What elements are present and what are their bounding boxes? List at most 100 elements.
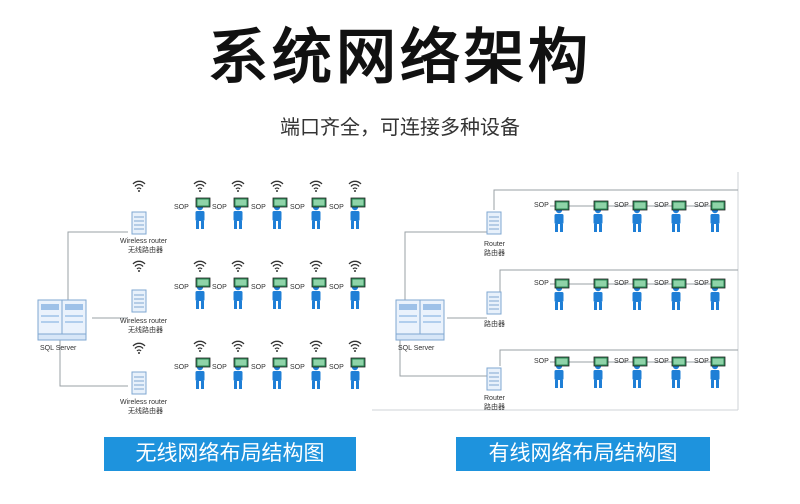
worker-icon bbox=[195, 357, 211, 390]
sop-label: SOP bbox=[290, 204, 305, 211]
sop-label: SOP bbox=[614, 280, 629, 287]
sop-label: SOP bbox=[174, 204, 189, 211]
worker-icon bbox=[671, 200, 687, 233]
wifi-icon bbox=[270, 260, 284, 273]
sop-label: SOP bbox=[654, 202, 669, 209]
sop-label: SOP bbox=[534, 202, 549, 209]
worker-icon bbox=[233, 357, 249, 390]
sop-label: SOP bbox=[694, 280, 709, 287]
wifi-icon bbox=[348, 340, 362, 353]
router-label-cn: 路由器 bbox=[484, 319, 505, 328]
wired-caption: 有线网络布局结构图 bbox=[456, 437, 710, 471]
wifi-icon bbox=[231, 340, 245, 353]
router-label-cn: 无线路由器 bbox=[128, 325, 163, 334]
worker-icon bbox=[195, 277, 211, 310]
router-label-cn: 无线路由器 bbox=[128, 245, 163, 254]
wifi-icon bbox=[309, 260, 323, 273]
worker-icon bbox=[350, 197, 366, 230]
router-label-cn: 路由器 bbox=[484, 402, 505, 411]
right-terminal-row: SOP SOP SOP SOP bbox=[534, 278, 726, 311]
wifi-icon bbox=[132, 180, 146, 193]
worker-icon bbox=[311, 357, 327, 390]
wifi-icon bbox=[132, 342, 146, 355]
router-label-en: Wireless router bbox=[120, 399, 168, 406]
right-router-icon bbox=[486, 211, 502, 235]
worker-icon bbox=[593, 200, 609, 233]
worker-icon bbox=[671, 356, 687, 389]
sop-label: SOP bbox=[290, 364, 305, 371]
sop-label: SOP bbox=[534, 280, 549, 287]
worker-icon bbox=[233, 197, 249, 230]
worker-icon bbox=[233, 277, 249, 310]
worker-icon bbox=[710, 356, 726, 389]
worker-icon bbox=[350, 277, 366, 310]
wifi-icon bbox=[270, 340, 284, 353]
worker-icon bbox=[593, 278, 609, 311]
wifi-icon bbox=[193, 340, 207, 353]
sop-label: SOP bbox=[329, 364, 344, 371]
router-label-en: Wireless router bbox=[120, 238, 168, 245]
worker-icon bbox=[311, 197, 327, 230]
sop-label: SOP bbox=[654, 358, 669, 365]
worker-icon bbox=[632, 278, 648, 311]
worker-icon bbox=[710, 278, 726, 311]
router-label-en: Router bbox=[484, 241, 506, 248]
wifi-icon bbox=[231, 260, 245, 273]
wifi-icon bbox=[348, 180, 362, 193]
right-terminal-row: SOP SOP SOP SOP bbox=[534, 356, 726, 389]
wifi-icon bbox=[270, 180, 284, 193]
worker-icon bbox=[195, 197, 211, 230]
sop-label: SOP bbox=[212, 204, 227, 211]
worker-icon bbox=[272, 197, 288, 230]
left-terminal-row: SOP SOP SOP SOP SOP bbox=[174, 340, 366, 390]
wifi-icon bbox=[309, 180, 323, 193]
wifi-icon bbox=[348, 260, 362, 273]
sop-label: SOP bbox=[534, 358, 549, 365]
worker-icon bbox=[311, 277, 327, 310]
sop-label: SOP bbox=[614, 202, 629, 209]
right-terminal-row: SOP SOP SOP SOP bbox=[534, 200, 726, 233]
wifi-icon bbox=[309, 340, 323, 353]
sop-label: SOP bbox=[251, 204, 266, 211]
router-label-cn: 无线路由器 bbox=[128, 406, 163, 415]
right-frame-lines bbox=[372, 172, 739, 411]
worker-icon bbox=[593, 356, 609, 389]
sop-label: SOP bbox=[251, 284, 266, 291]
left-terminal-row: SOP SOP SOP SOP SOP bbox=[174, 180, 366, 230]
wifi-icon bbox=[193, 260, 207, 273]
worker-icon bbox=[554, 278, 570, 311]
sop-label: SOP bbox=[694, 202, 709, 209]
page-title: 系统网络架构 bbox=[208, 24, 592, 91]
left-router-icon bbox=[131, 289, 147, 313]
wifi-icon bbox=[231, 180, 245, 193]
router-label-en: Router bbox=[484, 395, 506, 402]
sop-label: SOP bbox=[212, 284, 227, 291]
sop-label: SOP bbox=[654, 280, 669, 287]
left-connection-lines bbox=[59, 231, 128, 387]
worker-icon bbox=[554, 200, 570, 233]
worker-icon bbox=[671, 278, 687, 311]
wifi-icon bbox=[193, 180, 207, 193]
worker-icon bbox=[272, 357, 288, 390]
left-router-icon bbox=[131, 371, 147, 395]
worker-icon bbox=[632, 356, 648, 389]
worker-icon bbox=[272, 277, 288, 310]
wifi-icon bbox=[132, 260, 146, 273]
sop-label: SOP bbox=[329, 284, 344, 291]
right-router-icon bbox=[486, 291, 502, 315]
right-router-icon bbox=[486, 367, 502, 391]
sop-label: SOP bbox=[290, 284, 305, 291]
left-wireless-diagram: SQL Server Wireless router 无线路由器 Wireles… bbox=[37, 180, 366, 415]
left-server-label: SQL Server bbox=[40, 345, 77, 352]
worker-icon bbox=[554, 356, 570, 389]
right-server-label: SQL Server bbox=[398, 345, 435, 352]
right-wired-diagram: SQL Server Router 路由器 路由器 Router 路由器 SOP… bbox=[372, 172, 739, 411]
page-subtitle: 端口齐全，可连接多种设备 bbox=[280, 117, 520, 139]
left-router-icon bbox=[131, 211, 147, 235]
wireless-caption: 无线网络布局结构图 bbox=[104, 437, 356, 471]
sop-label: SOP bbox=[251, 364, 266, 371]
worker-icon bbox=[710, 200, 726, 233]
right-sql-server-icon bbox=[395, 299, 445, 341]
router-label-en: Wireless router bbox=[120, 318, 168, 325]
